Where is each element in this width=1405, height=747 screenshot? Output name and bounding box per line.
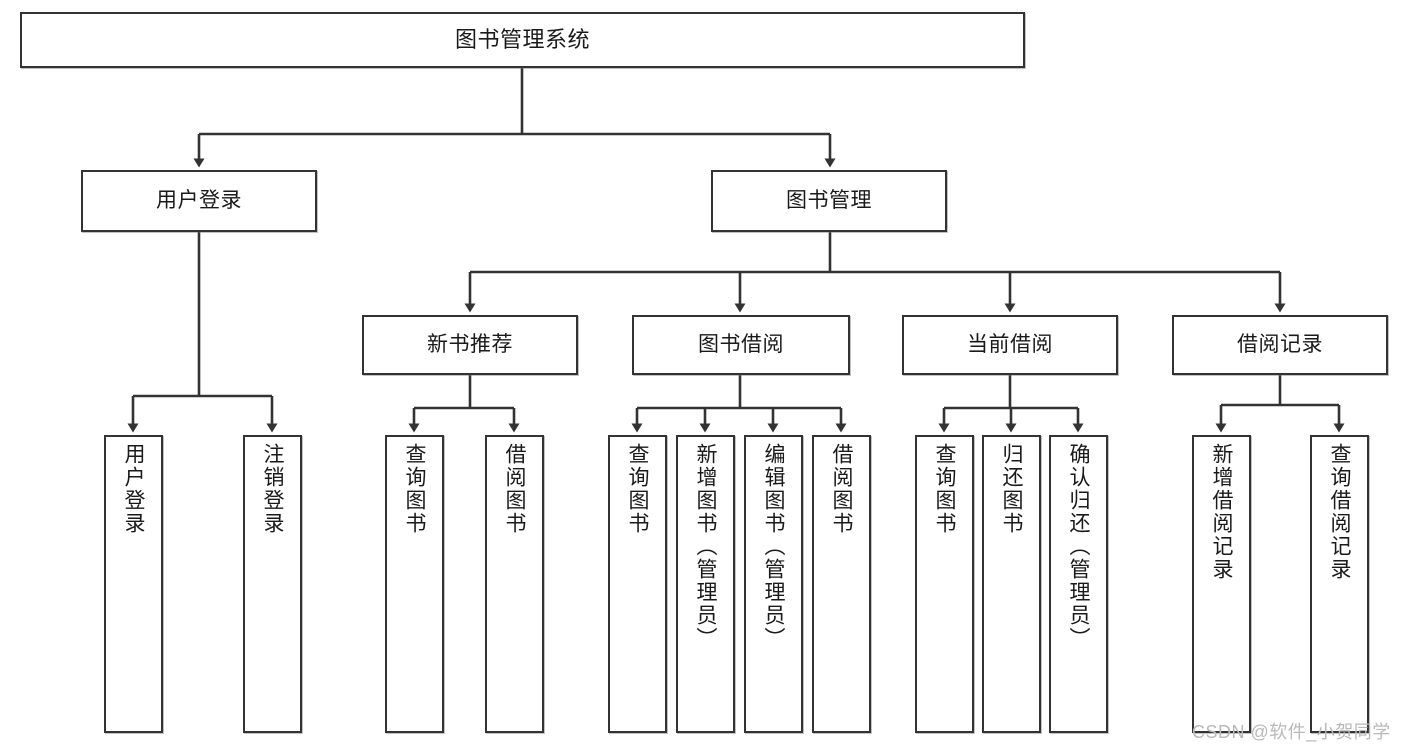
node-book-manage[interactable]: 图书管理 — [711, 170, 947, 232]
node-leaf-borrow-book-rec-label: 借阅图书 — [503, 443, 526, 535]
node-leaf-query-record-label: 查询借阅记录 — [1328, 443, 1351, 581]
node-leaf-confirm-return-label: 确认归还（管理员） — [1067, 443, 1090, 650]
node-leaf-query-book-borrow-label: 查询图书 — [626, 443, 649, 535]
node-leaf-borrow-book-label: 借阅图书 — [830, 443, 853, 535]
node-leaf-logout-label: 注销登录 — [261, 443, 284, 535]
node-leaf-borrow-book-rec[interactable]: 借阅图书 — [485, 435, 544, 733]
node-root-label: 图书管理系统 — [454, 27, 590, 53]
node-leaf-query-book-borrow[interactable]: 查询图书 — [608, 435, 667, 733]
node-leaf-return-book-label: 归还图书 — [1000, 443, 1023, 535]
node-leaf-confirm-return[interactable]: 确认归还（管理员） — [1049, 435, 1108, 733]
node-leaf-query-book-rec-label: 查询图书 — [403, 443, 426, 535]
node-leaf-add-record-label: 新增借阅记录 — [1210, 443, 1233, 581]
node-current-borrow-label: 当前借阅 — [967, 332, 1053, 356]
node-leaf-query-book-cur-label: 查询图书 — [933, 443, 956, 535]
node-leaf-edit-book[interactable]: 编辑图书（管理员） — [744, 435, 803, 733]
node-leaf-add-book[interactable]: 新增图书（管理员） — [676, 435, 735, 733]
node-book-borrow-label: 图书借阅 — [698, 332, 784, 356]
node-current-borrow[interactable]: 当前借阅 — [902, 315, 1118, 375]
csdn-watermark: CSDN @软件_小贺同学 — [1192, 722, 1391, 742]
node-leaf-query-record[interactable]: 查询借阅记录 — [1310, 435, 1369, 733]
node-new-book-recommend-label: 新书推荐 — [427, 332, 513, 356]
node-leaf-add-book-label: 新增图书（管理员） — [694, 443, 717, 650]
node-book-borrow[interactable]: 图书借阅 — [632, 315, 850, 375]
node-new-book-recommend[interactable]: 新书推荐 — [362, 315, 578, 375]
node-leaf-return-book[interactable]: 归还图书 — [982, 435, 1041, 733]
node-borrow-record-label: 借阅记录 — [1237, 332, 1323, 356]
node-leaf-query-book-cur[interactable]: 查询图书 — [915, 435, 974, 733]
node-leaf-query-book-rec[interactable]: 查询图书 — [385, 435, 444, 733]
node-leaf-add-record[interactable]: 新增借阅记录 — [1192, 435, 1251, 733]
node-leaf-user-login-label: 用户登录 — [122, 443, 145, 535]
node-root[interactable]: 图书管理系统 — [20, 12, 1025, 68]
node-leaf-user-login[interactable]: 用户登录 — [104, 435, 163, 733]
node-user-login-label: 用户登录 — [156, 188, 242, 212]
node-leaf-borrow-book[interactable]: 借阅图书 — [812, 435, 871, 733]
node-borrow-record[interactable]: 借阅记录 — [1172, 315, 1388, 375]
node-user-login[interactable]: 用户登录 — [81, 170, 317, 232]
node-leaf-logout[interactable]: 注销登录 — [243, 435, 302, 733]
node-leaf-edit-book-label: 编辑图书（管理员） — [762, 443, 785, 650]
node-book-manage-label: 图书管理 — [786, 188, 872, 212]
